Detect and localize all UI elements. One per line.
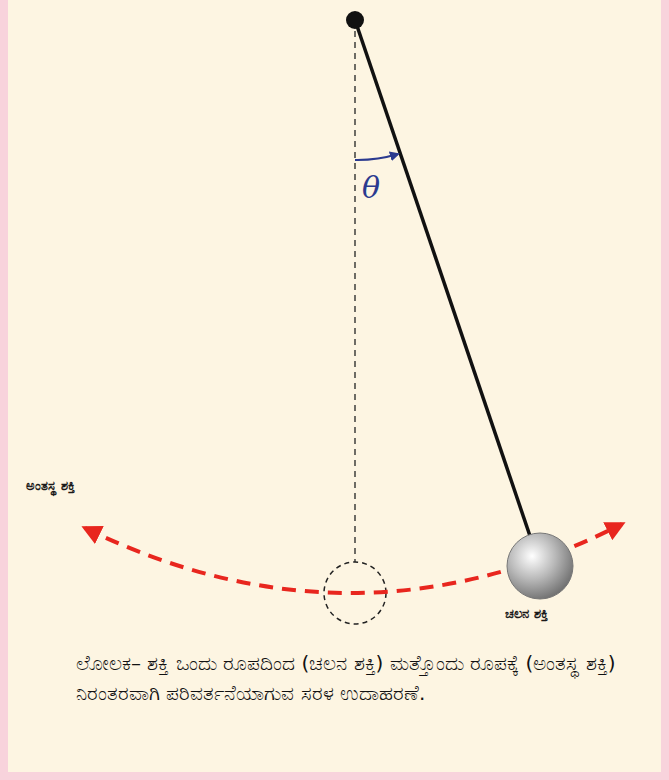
angle-arc	[355, 154, 398, 160]
rest-line	[354, 20, 355, 562]
figure-caption: ಲೋಲಕ– ಶಕ್ತಿ ಒಂದು ರೂಪದಿಂದ (ಚಲನ ಶಕ್ತಿ) ಮತ್…	[76, 648, 648, 708]
energy-label: ಚಲನ ಶಕ್ತಿ	[505, 606, 548, 622]
pendulum-string	[355, 20, 530, 536]
pendulum-bob	[507, 533, 573, 599]
pivot	[346, 11, 364, 29]
energy-label: ಅಂತಸ್ಥ ಶಕ್ತಿ	[26, 478, 75, 494]
angle-label: θ	[362, 170, 380, 205]
